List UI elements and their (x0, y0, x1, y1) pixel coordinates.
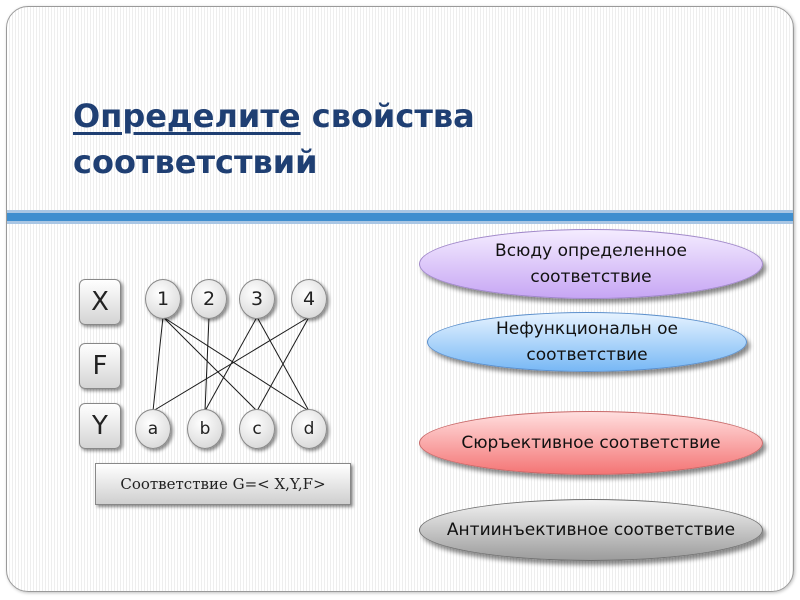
slide-title: Определите свойства соответствий (73, 93, 673, 185)
title-keyword: Определите (73, 97, 301, 135)
y-node-a: a (135, 409, 171, 449)
option-nonfunctional-correspondence[interactable]: Нефункциональн ое соответствие (427, 312, 747, 372)
x-node-1: 1 (145, 279, 181, 319)
divider-top (7, 210, 793, 213)
y-node-c: c (239, 409, 275, 449)
x-node-3: 3 (239, 279, 275, 319)
edge-1-a (152, 316, 164, 412)
edge-1-d (162, 316, 310, 412)
divider-accent (7, 213, 793, 221)
set-x-box: X (79, 279, 121, 325)
slide: Определите свойства соответствий X F Y 1… (6, 6, 794, 592)
title-line1-rest: свойства (300, 97, 475, 135)
x-node-4: 4 (291, 279, 327, 319)
edge-1-c (162, 316, 258, 412)
divider-bottom (7, 221, 793, 224)
option-label: Нефункциональн ое соответствие (495, 319, 679, 365)
option-label: Всюду определенное соответствие (495, 241, 687, 287)
set-y-box: Y (79, 403, 121, 449)
edge-4-c (256, 316, 310, 412)
option-total-correspondence[interactable]: Всюду определенное соответствие (419, 229, 763, 299)
option-label: Антиинъективное соответствие (446, 520, 736, 540)
x-node-2: 2 (191, 279, 227, 319)
correspondence-caption: Соответствие G=< X,Y,F> (95, 463, 351, 505)
option-antiinjective-correspondence[interactable]: Антиинъективное соответствие (419, 499, 763, 561)
y-node-d: d (291, 409, 327, 449)
edge-4-a (152, 316, 310, 412)
option-surjective-correspondence[interactable]: Сюръективное соответствие (419, 411, 763, 475)
edge-3-b (204, 316, 258, 412)
edge-3-d (256, 316, 310, 412)
set-f-box: F (79, 343, 121, 389)
edge-2-b (204, 316, 210, 412)
y-node-b: b (187, 409, 223, 449)
title-line2: соответствий (73, 143, 318, 181)
option-label: Сюръективное соответствие (461, 433, 721, 453)
